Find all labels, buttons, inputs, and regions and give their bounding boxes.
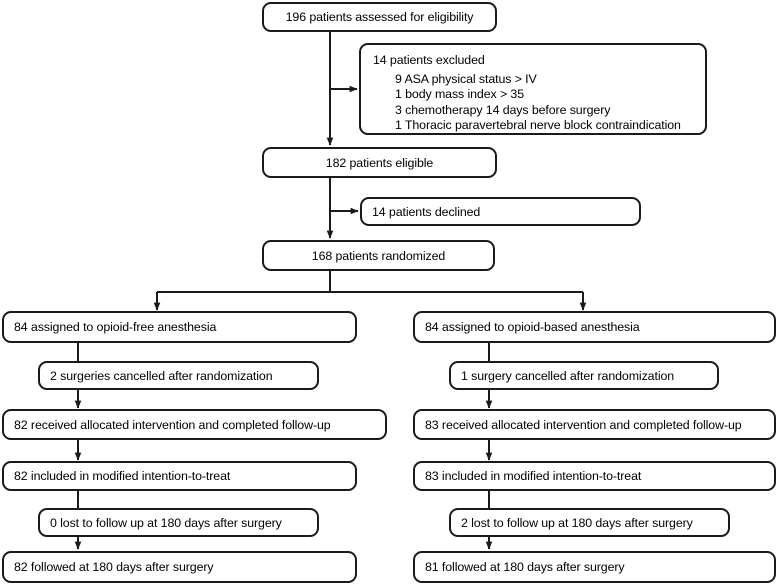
node-right-cancelled-label: 1 surgery cancelled after randomization [461, 368, 675, 383]
list-item: 3 chemotherapy 14 days before surgery [395, 102, 611, 117]
node-declined-label: 14 patients declined [372, 204, 481, 219]
node-left-lost: 0 lost to follow up at 180 days after su… [38, 508, 319, 537]
node-randomized-label: 168 patients randomized [311, 248, 446, 263]
node-right-cancelled: 1 surgery cancelled after randomization [449, 361, 719, 390]
node-eligible-label: 182 patients eligible [325, 155, 434, 170]
list-item: 9 ASA physical status > IV [395, 71, 537, 86]
node-right-followed: 81 followed at 180 days after surgery [413, 551, 776, 583]
node-right-received: 83 received allocated intervention and c… [413, 409, 776, 440]
node-right-included-label: 83 included in modified intention-to-tre… [425, 469, 642, 483]
list-item: 1 Thoracic paravertebral nerve block con… [395, 118, 681, 132]
node-assessed-label: 196 patients assessed for eligibility [285, 10, 474, 24]
node-left-followed-label: 82 followed at 180 days after surgery [14, 560, 214, 574]
node-left-followed: 82 followed at 180 days after surgery [2, 551, 357, 583]
node-excluded-reason-list: 9 ASA physical status > IV 1 body mass i… [373, 72, 693, 134]
node-right-lost-label: 2 lost to follow up at 180 days after su… [461, 515, 693, 530]
node-left-received-label: 82 received allocated intervention and c… [14, 417, 331, 432]
node-right-assigned-label: 84 assigned to opioid-based anesthesia [425, 320, 640, 334]
node-right-included: 83 included in modified intention-to-tre… [413, 461, 776, 491]
node-left-assigned-label: 84 assigned to opioid-free anesthesia [14, 320, 217, 334]
node-left-cancelled-label: 2 surgeries cancelled after randomizatio… [50, 368, 273, 383]
node-right-assigned: 84 assigned to opioid-based anesthesia [413, 311, 776, 343]
node-right-lost: 2 lost to follow up at 180 days after su… [449, 508, 730, 537]
node-excluded-header: 14 patients excluded [373, 53, 485, 67]
node-left-included-label: 82 included in modified intention-to-tre… [14, 469, 231, 483]
list-item: 1 body mass index > 35 [395, 87, 525, 101]
node-left-included: 82 included in modified intention-to-tre… [2, 461, 357, 491]
node-right-received-label: 83 received allocated intervention and c… [425, 417, 742, 432]
node-declined: 14 patients declined [360, 197, 641, 226]
node-left-received: 82 received allocated intervention and c… [2, 409, 387, 440]
node-left-cancelled: 2 surgeries cancelled after randomizatio… [38, 361, 319, 390]
node-left-assigned: 84 assigned to opioid-free anesthesia [2, 311, 357, 343]
node-right-followed-label: 81 followed at 180 days after surgery [425, 560, 625, 574]
node-randomized: 168 patients randomized [262, 240, 495, 271]
node-eligible: 182 patients eligible [262, 147, 497, 178]
node-left-lost-label: 0 lost to follow up at 180 days after su… [50, 515, 282, 530]
node-assessed-for-eligibility: 196 patients assessed for eligibility [262, 2, 497, 32]
node-excluded: 14 patients excluded 9 ASA physical stat… [359, 43, 707, 135]
